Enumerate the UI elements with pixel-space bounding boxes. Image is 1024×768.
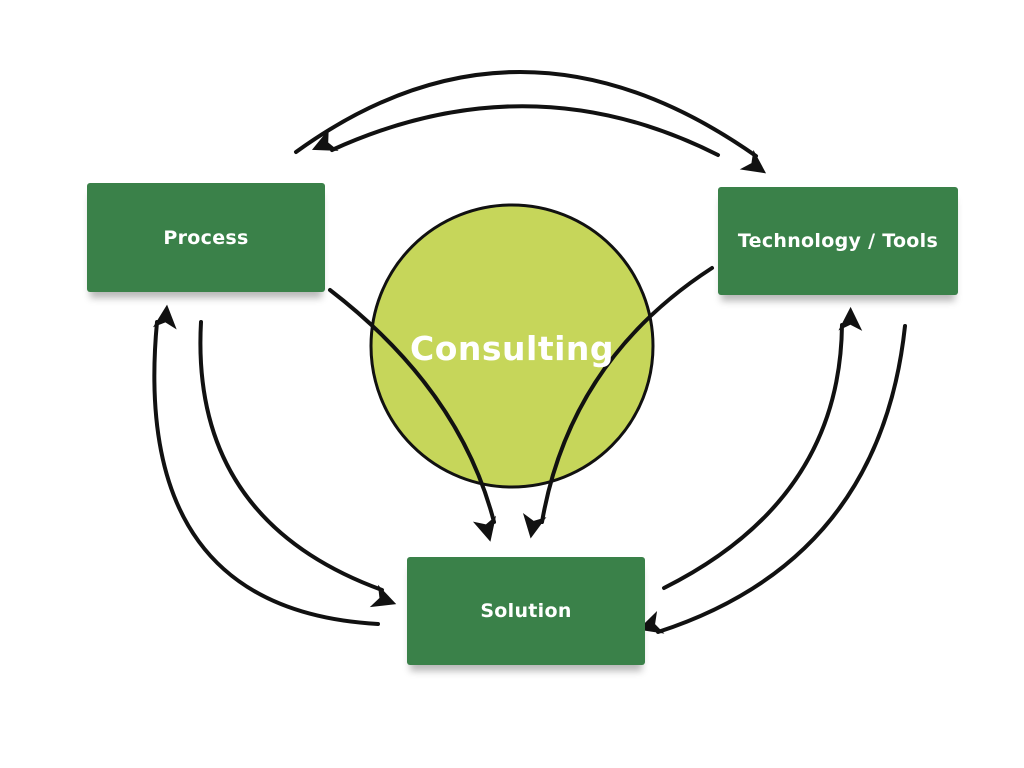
technology-tools-label: Technology / Tools [737, 230, 939, 252]
process-label: Process [163, 226, 249, 249]
consulting-label: Consulting [409, 328, 615, 368]
arrow-technology-to-center [522, 266, 714, 539]
consulting-circle [369, 203, 655, 489]
arrow-solution-to-process [152, 304, 380, 626]
arrow-process-to-center [328, 288, 496, 542]
arrow-process-to-technology [294, 70, 767, 174]
process-box: Process [87, 183, 325, 292]
arrow-technology-to-process [311, 104, 720, 157]
arrow-solution-to-technology [662, 306, 863, 590]
arrow-process-to-solution [198, 320, 397, 608]
arrow-technology-to-solution [638, 324, 907, 634]
solution-label: Solution [480, 600, 572, 622]
technology-tools-box: Technology / Tools [718, 187, 958, 295]
solution-box: Solution [407, 557, 645, 665]
